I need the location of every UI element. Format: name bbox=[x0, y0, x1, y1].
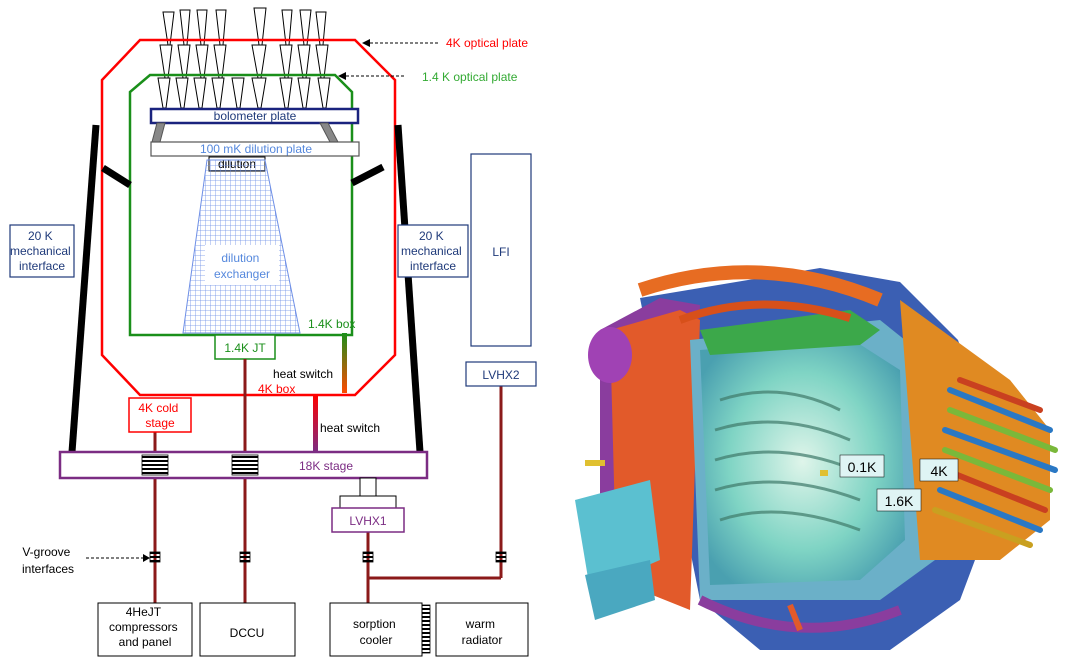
lfi-label: LFI bbox=[492, 245, 509, 259]
vgroove-arrowhead bbox=[143, 554, 150, 562]
four-k-box-label: 4K box bbox=[258, 382, 295, 396]
temp-label-1-6k: 1.6K bbox=[885, 493, 914, 509]
dilution-plate-label: 100 mK dilution plate bbox=[200, 142, 312, 156]
focal-plane-render bbox=[575, 268, 1055, 650]
optical-4k-label: 4K optical plate bbox=[446, 36, 528, 50]
stage-18k-exchanger-2 bbox=[232, 455, 258, 475]
heat-switch-label-1: heat switch bbox=[273, 367, 333, 381]
optical-1-4k-label: 1.4 K optical plate bbox=[422, 70, 518, 84]
radiator-connector bbox=[422, 605, 430, 653]
temp-label-0-1k: 0.1K bbox=[848, 459, 877, 475]
temp-label-4k: 4K bbox=[930, 463, 948, 479]
stage-18k-label: 18K stage bbox=[299, 459, 353, 473]
lvhx1-label: LVHX1 bbox=[349, 514, 386, 528]
heat-switch-link-1 bbox=[342, 333, 347, 393]
one-four-k-box-label: 1.4K box bbox=[308, 317, 355, 331]
heat-switch-link-2 bbox=[313, 395, 318, 452]
bolometer-plate-label: bolometer plate bbox=[214, 109, 297, 123]
stage-18k-exchanger-1 bbox=[142, 455, 168, 475]
lvhx1-mount bbox=[340, 478, 396, 508]
jt-box-label: 1.4K JT bbox=[224, 341, 266, 355]
right-struts bbox=[352, 125, 420, 452]
vgroove-label: V-groove interfaces bbox=[22, 545, 74, 576]
vgroove-connectors bbox=[150, 552, 506, 562]
plate-supports bbox=[152, 123, 338, 142]
heat-switch-label-2: heat switch bbox=[320, 421, 380, 435]
lvhx2-label: LVHX2 bbox=[482, 368, 519, 382]
dccu-label: DCCU bbox=[230, 626, 265, 640]
optical-4k-arrowhead bbox=[362, 39, 370, 47]
feed-horns bbox=[158, 8, 330, 108]
